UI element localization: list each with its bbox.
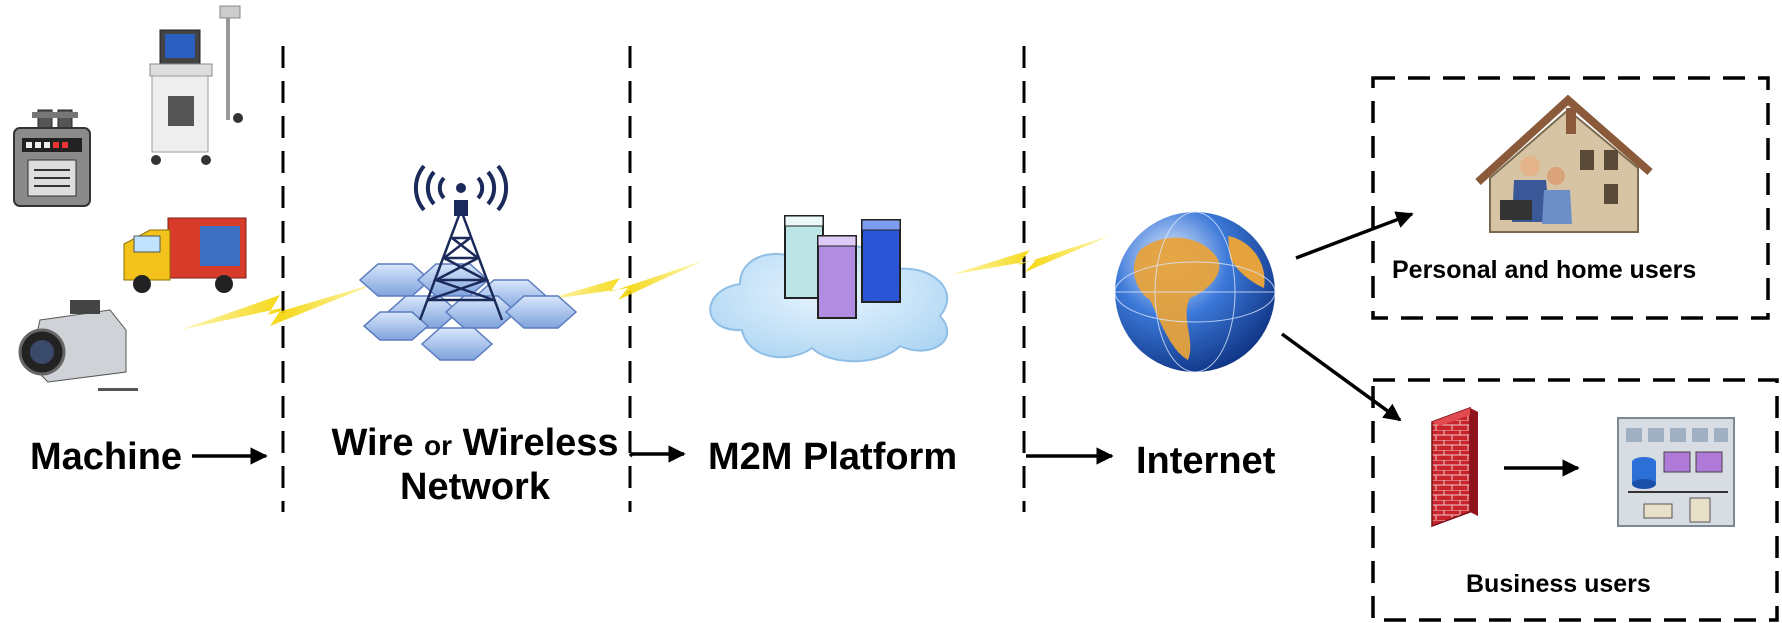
- arrow-internet-to-personal: [1295, 211, 1414, 260]
- camcorder-icon: [18, 300, 138, 391]
- globe-icon: [1114, 211, 1276, 373]
- network-label-wireless: Wireless: [462, 422, 619, 464]
- stage-dividers: [281, 46, 1026, 512]
- m2m-platform-label: M2M Platform: [708, 436, 958, 478]
- server-cloud-icon: [709, 215, 949, 363]
- gas-meter-icon: [13, 109, 91, 207]
- cell-tower-icon: [358, 164, 578, 361]
- business-users-box: [1371, 378, 1779, 622]
- network-label-line2: Network: [400, 466, 550, 508]
- personal-users-label: Personal and home users: [1392, 256, 1697, 284]
- medical-cart-icon: [149, 5, 243, 165]
- business-users-label: Business users: [1466, 570, 1651, 598]
- lightning-link-icon: [180, 235, 1112, 330]
- machine-label: Machine: [30, 436, 183, 478]
- office-building-icon: [1617, 417, 1735, 527]
- flow-arrows: [192, 211, 1580, 477]
- internet-label: Internet: [1136, 440, 1276, 482]
- network-label-wire: Wire: [331, 422, 414, 464]
- truck-icon: [123, 217, 247, 293]
- network-label: Wire or Wireless: [330, 424, 620, 462]
- arrow-internet-to-business: [1280, 332, 1402, 422]
- arrow-network-to-platform: [628, 445, 686, 463]
- network-label-or: or: [424, 430, 453, 461]
- house-icon: [1475, 94, 1653, 233]
- firewall-icon: [1431, 406, 1478, 528]
